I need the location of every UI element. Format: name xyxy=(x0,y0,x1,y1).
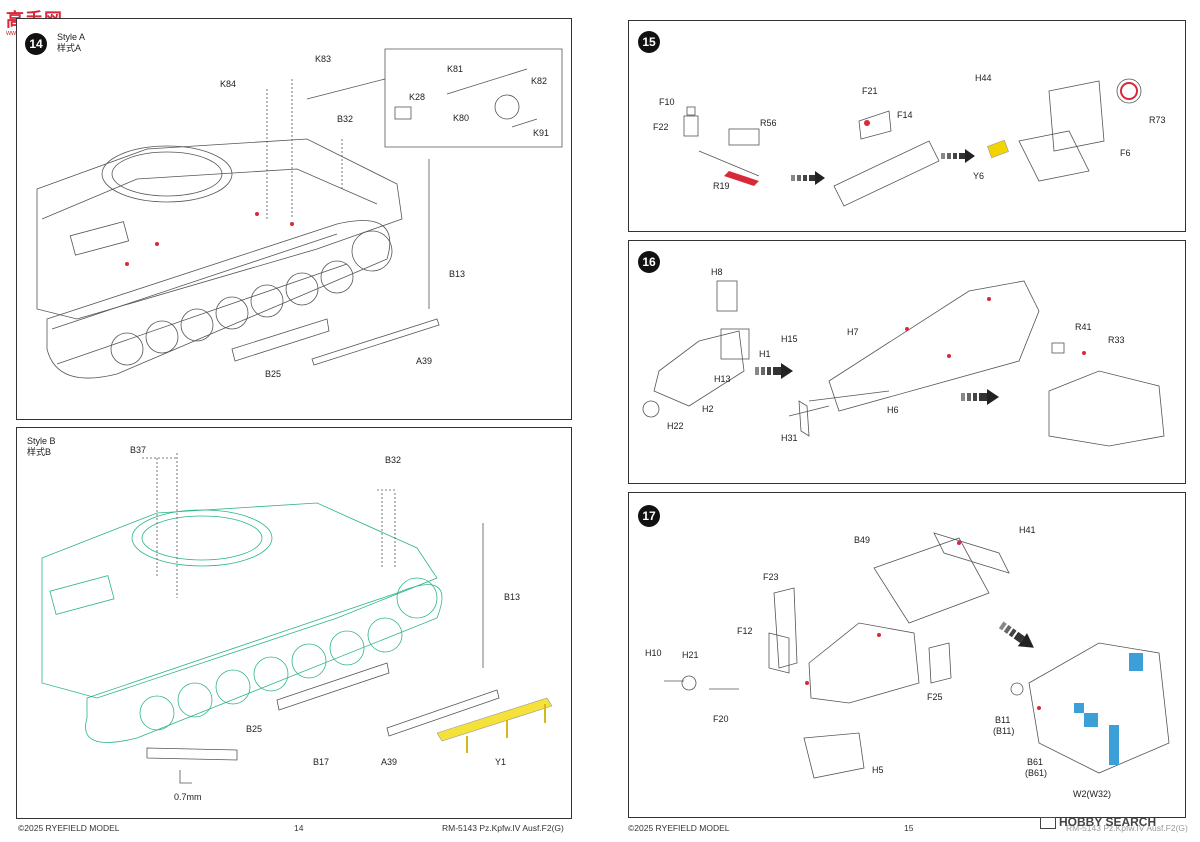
label-r41: R41 xyxy=(1075,322,1092,332)
label-h22: H22 xyxy=(667,421,684,431)
label-k91: K91 xyxy=(533,128,550,138)
label-r19: R19 xyxy=(713,181,730,191)
label-r56: R56 xyxy=(760,118,777,128)
label-h31: H31 xyxy=(781,433,798,443)
label-f12: F12 xyxy=(737,626,753,636)
label-b61-alt: (B61) xyxy=(1025,768,1048,778)
label-h21: H21 xyxy=(682,650,699,660)
left-footer-page-number: 14 xyxy=(294,823,304,833)
label-h2: H2 xyxy=(702,404,714,414)
label-y6: Y6 xyxy=(973,171,985,181)
tank-style-a-drawing xyxy=(36,48,563,379)
label-k80: K80 xyxy=(453,113,470,123)
hobby-search-icon xyxy=(1040,816,1056,829)
step-number-14: 14 xyxy=(25,33,47,55)
label-h8: H8 xyxy=(711,267,723,277)
label-b49: B49 xyxy=(854,535,871,545)
step-14-style-a-panel: 14 Style A 样式A xyxy=(16,18,572,420)
label-b37: B37 xyxy=(130,445,147,455)
label-k83: K83 xyxy=(315,54,332,64)
label-h15: H15 xyxy=(781,334,798,344)
label-f22: F22 xyxy=(653,122,669,132)
left-footer-product: RM-5143 Pz.Kpfw.IV Ausf.F2(G) xyxy=(442,823,564,833)
label-f21: F21 xyxy=(862,86,878,96)
label-dim-0-7mm: 0.7mm xyxy=(174,792,202,802)
label-f14: F14 xyxy=(897,110,913,120)
step-17-panel: 17 B49 H41 F23 F12 H10 H21 F20 F25 H5 B1… xyxy=(628,492,1186,818)
step-15-drawing xyxy=(683,78,1142,207)
step-16-drawing xyxy=(642,280,1165,447)
label-k28: K28 xyxy=(409,92,426,102)
label-k82: K82 xyxy=(531,76,548,86)
arrow-down-right-icon xyxy=(998,621,1034,648)
hobby-search-watermark: HOBBY SEARCH xyxy=(1040,815,1156,829)
label-b11-alt: (B11) xyxy=(993,726,1015,736)
label-b11: B11 xyxy=(995,715,1011,725)
label-r73: R73 xyxy=(1149,115,1166,125)
label-h41: H41 xyxy=(1019,525,1036,535)
label-f10: F10 xyxy=(659,97,675,107)
step-14-style-b-panel: Style B 样式B B37 B32 B13 B25 B17 A39 Y1 0… xyxy=(16,427,572,819)
arrow-right-icon xyxy=(941,149,975,163)
label-a39-a: A39 xyxy=(416,356,433,366)
label-y1: Y1 xyxy=(495,757,507,767)
step-15-panel: 15 F10 F22 R56 R19 F21 F14 H44 Y6 F6 R73 xyxy=(628,20,1186,232)
label-r33: R33 xyxy=(1108,335,1125,345)
label-a39-b: A39 xyxy=(381,757,398,767)
label-w2-w32: W2(W32) xyxy=(1073,789,1111,799)
tank-style-b-drawing xyxy=(41,453,553,784)
label-b25-b: B25 xyxy=(246,724,263,734)
arrow-right-icon xyxy=(791,171,825,185)
label-f20: F20 xyxy=(713,714,729,724)
label-b17: B17 xyxy=(313,757,330,767)
label-b61: B61 xyxy=(1027,757,1044,767)
step-17-drawing xyxy=(664,532,1170,779)
label-h13: H13 xyxy=(714,374,731,384)
step-number-17: 17 xyxy=(638,505,660,527)
right-footer-product: RM-5143 Pz.Kpfw.IV Ausf.F2(G) xyxy=(1066,823,1188,833)
label-f6: F6 xyxy=(1120,148,1131,158)
label-h6: H6 xyxy=(887,405,899,415)
road-wheels-a xyxy=(110,230,393,366)
arrow-right-icon xyxy=(755,363,793,379)
left-footer-copyright: ©2025 RYEFIELD MODEL xyxy=(18,823,120,833)
road-wheels-b xyxy=(139,577,438,731)
label-k84: K84 xyxy=(220,79,237,89)
style-a-label: Style A 样式A xyxy=(57,32,86,53)
label-b32-a: B32 xyxy=(337,114,354,124)
right-footer-copyright: ©2025 RYEFIELD MODEL xyxy=(628,823,730,833)
label-b25-a: B25 xyxy=(265,369,282,379)
style-b-label: Style B 样式B xyxy=(27,436,56,457)
label-h7: H7 xyxy=(847,327,859,337)
label-h44: H44 xyxy=(975,73,992,83)
right-footer-page-number: 15 xyxy=(904,823,914,833)
label-b13-a: B13 xyxy=(449,269,466,279)
label-k81: K81 xyxy=(447,64,464,74)
label-b13-b: B13 xyxy=(504,592,521,602)
step-16-panel: 16 H8 H15 H1 H13 H2 H22 H7 H6 H31 R41 R3… xyxy=(628,240,1186,484)
label-h5: H5 xyxy=(872,765,884,775)
label-b32-b: B32 xyxy=(385,455,402,465)
step-number-16: 16 xyxy=(638,251,660,273)
step-number-15: 15 xyxy=(638,31,660,53)
label-h1: H1 xyxy=(759,349,771,359)
label-f25: F25 xyxy=(927,692,943,702)
label-f23: F23 xyxy=(763,572,779,582)
label-h10: H10 xyxy=(645,648,662,658)
arrow-right-icon xyxy=(961,389,999,405)
